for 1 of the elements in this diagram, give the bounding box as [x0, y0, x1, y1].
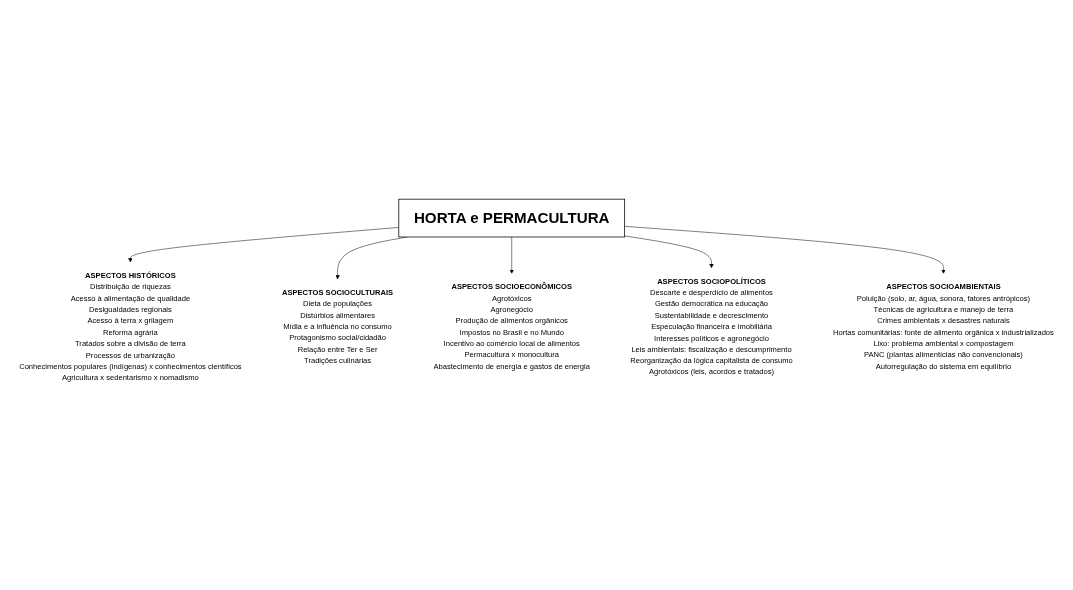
node-box: HORTA e PERMACULTURA — [398, 198, 626, 238]
